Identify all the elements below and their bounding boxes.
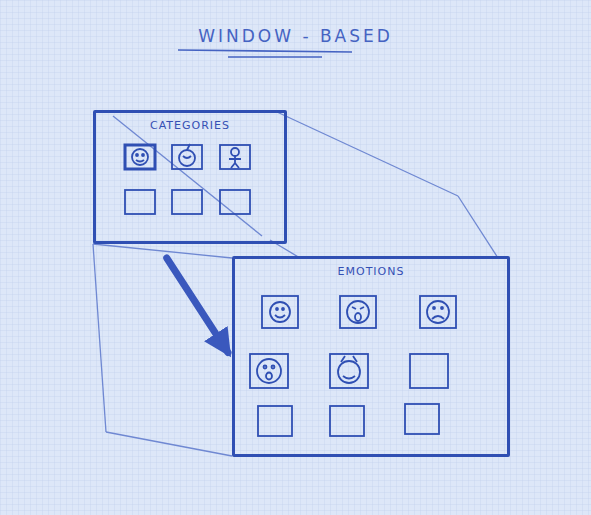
window-panel: EMOTIONS — [232, 256, 510, 457]
title-underline — [178, 50, 352, 57]
perspective-lines — [93, 112, 498, 456]
sketch-title: WINDOW - BASED — [0, 26, 591, 46]
window-panel: CATEGORIES — [93, 110, 287, 244]
category-icons — [125, 144, 250, 214]
window-heading: EMOTIONS — [235, 259, 507, 278]
flow-arrow — [167, 258, 228, 352]
emotion-icons — [250, 296, 456, 436]
window-heading: CATEGORIES — [96, 113, 284, 132]
